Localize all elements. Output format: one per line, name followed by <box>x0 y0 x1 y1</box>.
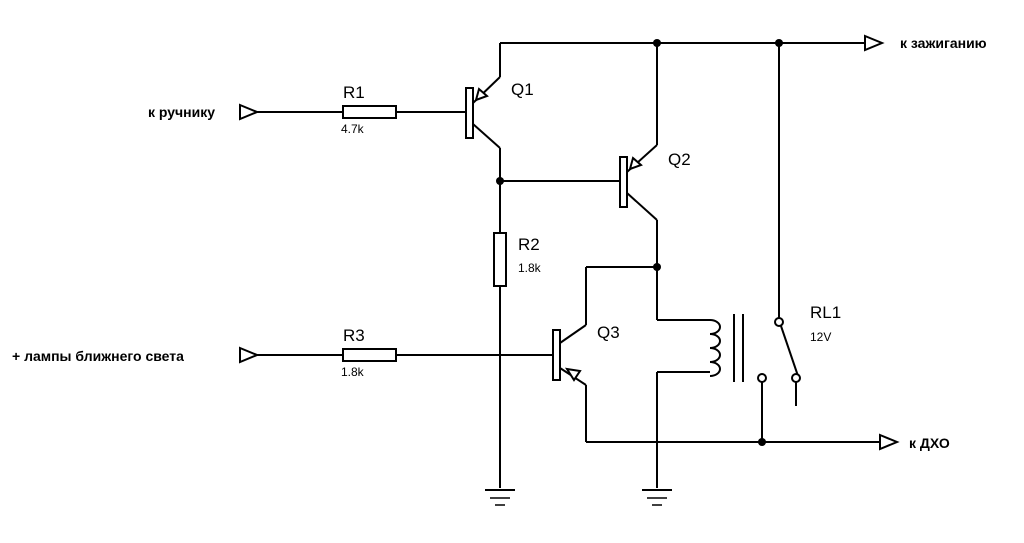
rl1-ref-label: RL1 <box>810 303 841 322</box>
rl1-value-label: 12V <box>810 330 831 344</box>
resistor-r1 <box>342 105 397 119</box>
ground-symbol <box>642 489 672 506</box>
drl-port-label: к ДХО <box>909 435 950 451</box>
handbrake-port-label: к ручнику <box>148 104 215 120</box>
r1-value-label: 4.7k <box>341 122 365 136</box>
ignition-port <box>864 34 885 52</box>
transistor-q1 <box>465 70 501 181</box>
r2-ref-label: R2 <box>518 235 540 254</box>
ignition-rail <box>499 42 865 70</box>
low-beam-port-label: + лампы ближнего света <box>12 348 184 364</box>
relay-coil <box>657 314 744 382</box>
ignition-port-label: к зажиганию <box>900 35 987 51</box>
low-beam-port <box>239 346 260 364</box>
r2-value-label: 1.8k <box>518 261 542 275</box>
transistor-q2 <box>619 43 658 267</box>
resistor-r2 <box>493 232 507 287</box>
r1-ref-label: R1 <box>343 83 365 102</box>
transistor-q3 <box>552 324 587 442</box>
q3-ref-label: Q3 <box>597 323 620 342</box>
q2-ref-label: Q2 <box>668 150 691 169</box>
r3-ref-label: R3 <box>343 326 365 345</box>
relay-contact-rl1 <box>757 43 801 442</box>
handbrake-port <box>239 103 260 121</box>
drl-port <box>879 433 900 451</box>
ground-symbol <box>485 489 515 506</box>
r3-value-label: 1.8k <box>341 365 365 379</box>
resistor-r3 <box>342 348 397 362</box>
q1-ref-label: Q1 <box>511 80 534 99</box>
